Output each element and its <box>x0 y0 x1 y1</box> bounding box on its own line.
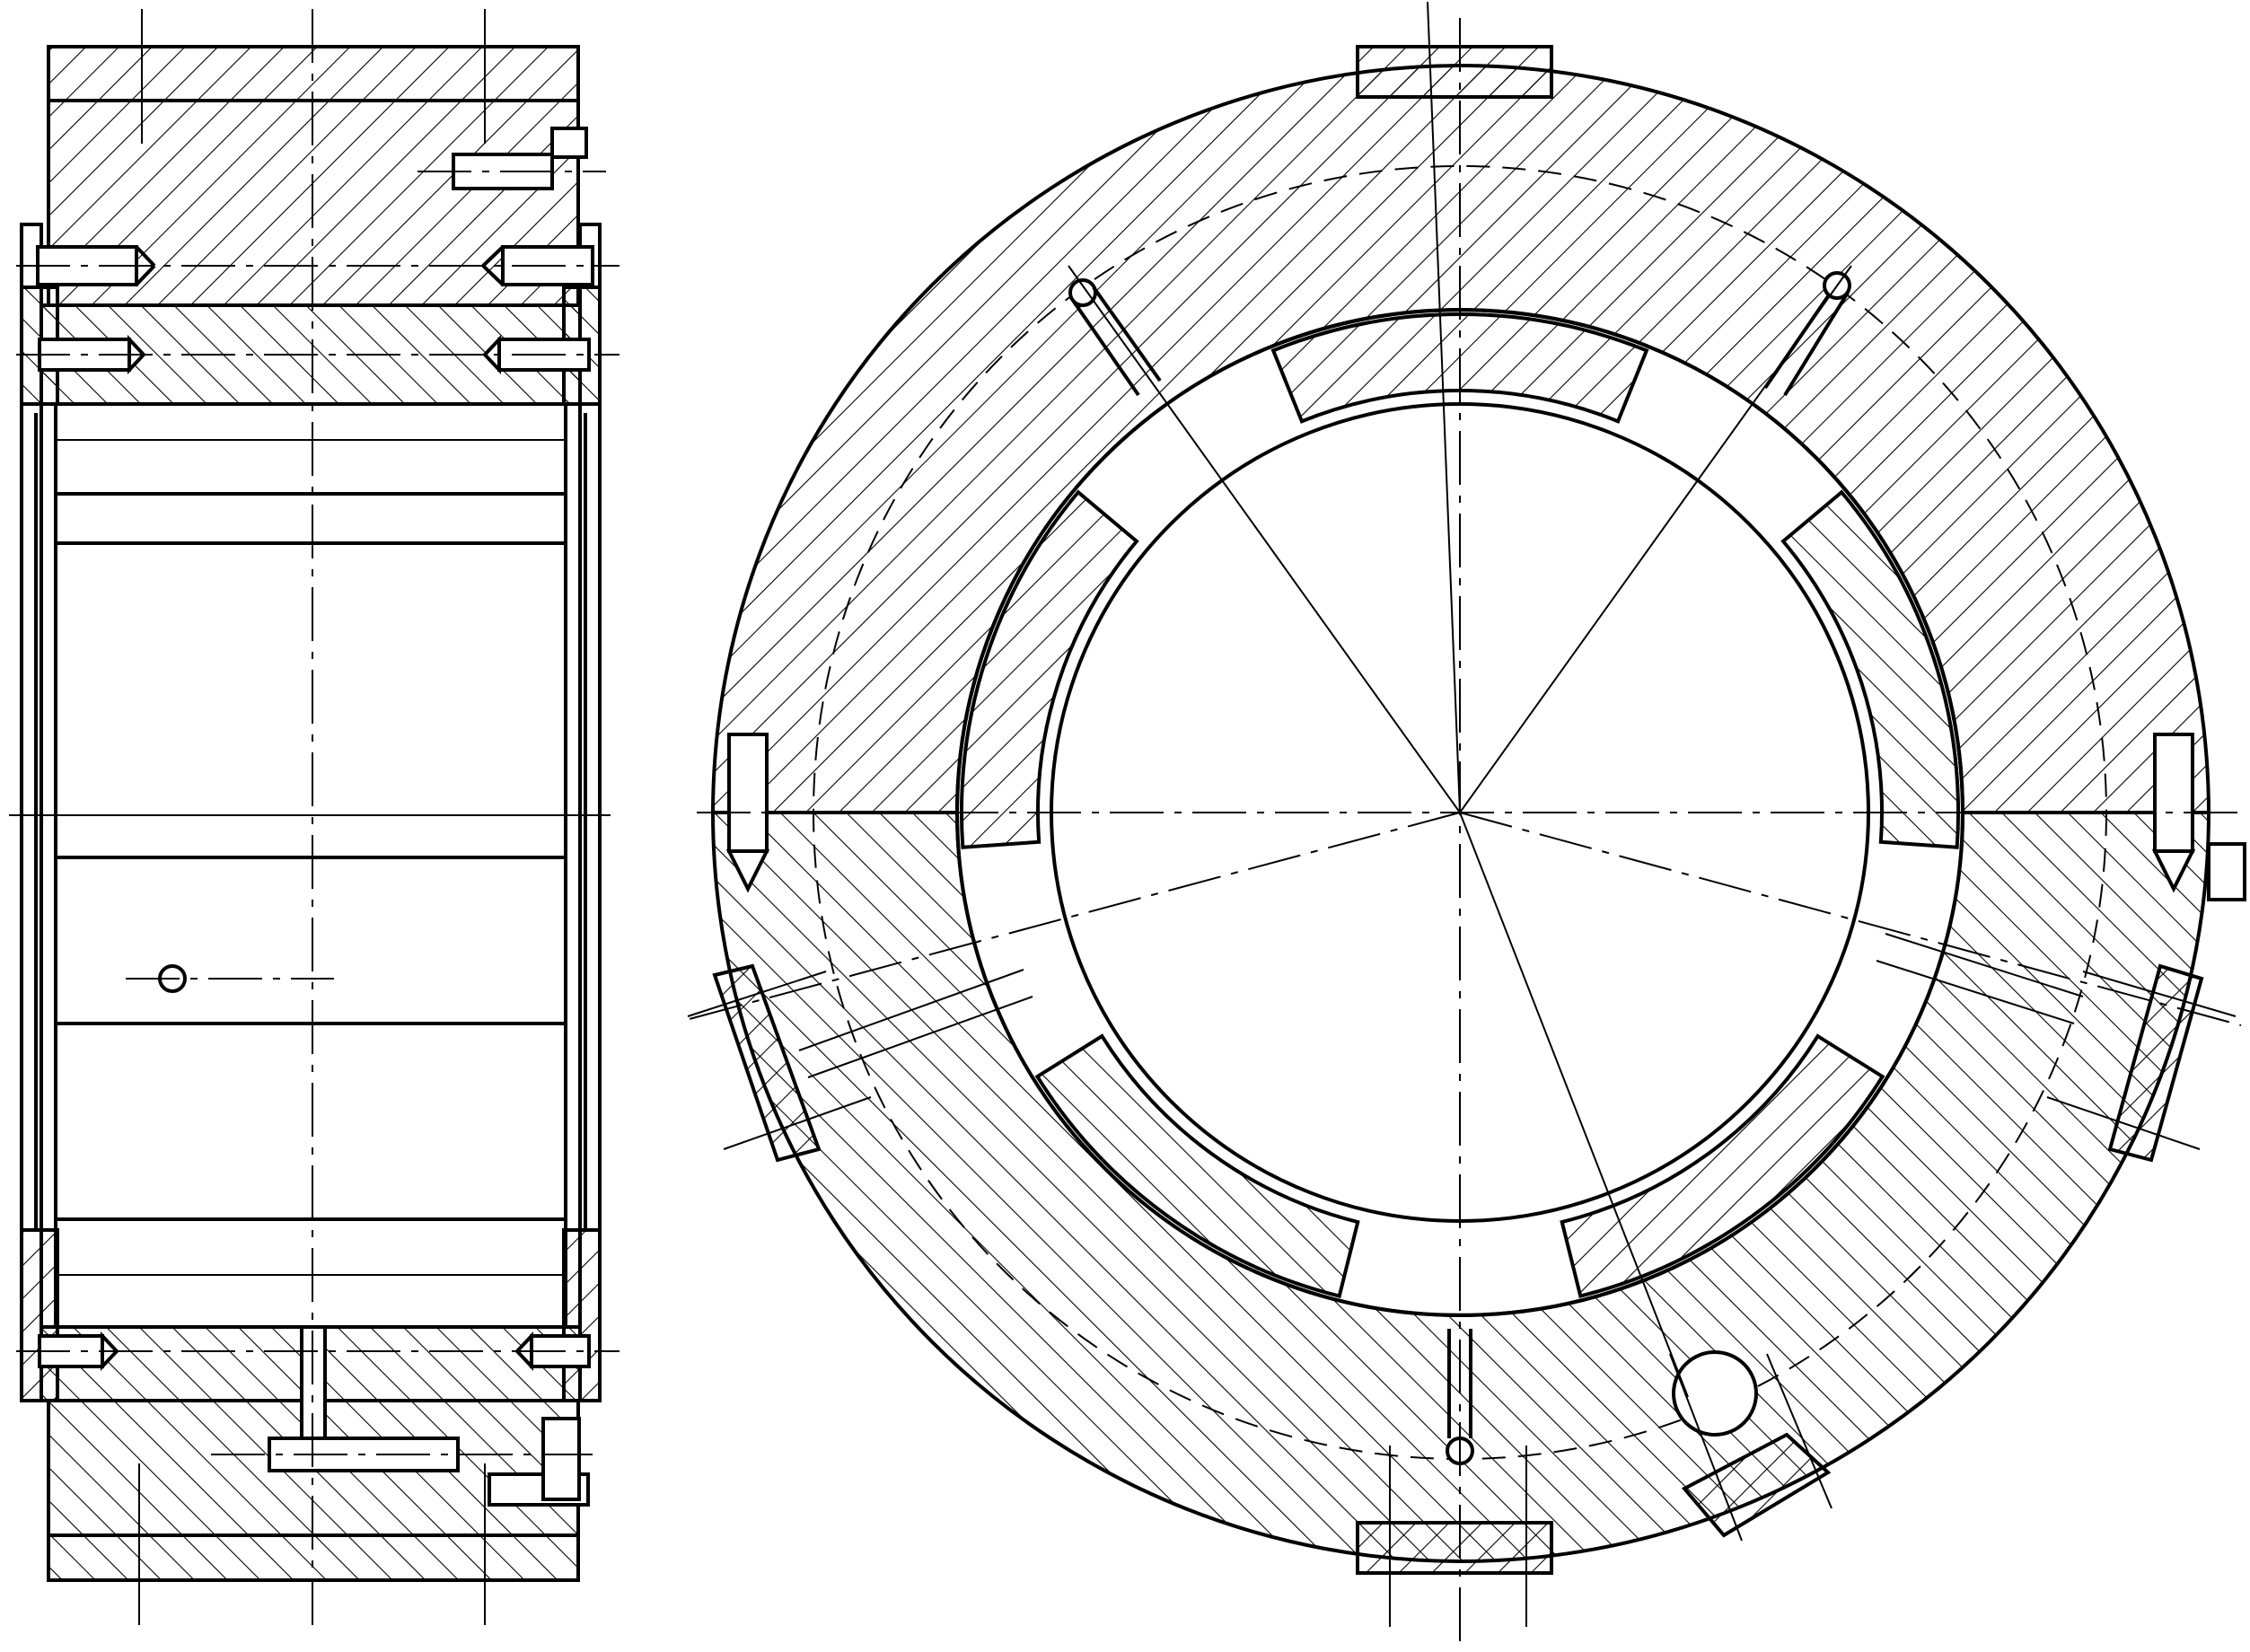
top-key <box>1356 45 1553 99</box>
pad-axis-2 <box>1459 265 1852 813</box>
left-side-bolt-tip <box>725 849 770 893</box>
top-screw-head <box>550 127 588 159</box>
top-left-bolt-tip2 <box>135 264 156 286</box>
left-side-bolt <box>727 733 769 853</box>
tilting-pads-group <box>959 312 1961 1298</box>
stopper-axis-right-1 <box>2082 971 2237 1017</box>
lever-axis-2 <box>1766 1353 1833 1509</box>
front-section-view <box>685 1 2246 1648</box>
lever-axis-1 <box>1669 1353 1743 1542</box>
pad-axis-6 <box>1427 1 1461 813</box>
bottom-key <box>1356 1521 1553 1575</box>
top-right-pin-shaft-b <box>1783 291 1850 397</box>
stopper-axis-left-2 <box>723 1096 872 1150</box>
pad-axis-3 <box>1459 812 1689 1398</box>
tilting-pad-5 <box>959 489 1139 849</box>
right-side-bolt <box>2153 733 2194 853</box>
top-left-pin-shaft-a <box>1072 300 1140 397</box>
right-side-bolt-tip <box>2151 849 2196 893</box>
top-right-bolt-tip2 <box>481 264 505 286</box>
left-lower-flange <box>20 1228 59 1402</box>
stopper-axis-left-1 <box>687 971 827 1017</box>
stopper-axis-right-2 <box>2046 1096 2201 1150</box>
tilting-pad-2 <box>1780 489 1961 849</box>
right-side-lug <box>2207 842 2246 901</box>
bottom-screw-head <box>541 1417 581 1501</box>
top-left-pin <box>1068 278 1097 307</box>
side-section-view <box>9 9 620 1625</box>
oil-passage-right-a <box>1885 933 2084 997</box>
ball-joint <box>1672 1350 1758 1437</box>
oil-passage-right-b <box>1876 960 2075 1024</box>
top-left-bolt-tip <box>135 245 156 268</box>
right-lower-flange <box>562 1228 602 1402</box>
oil-passage-left-b <box>807 996 1033 1078</box>
pad-axis-1 <box>1068 265 1461 813</box>
tilting-pad-3 <box>1560 1033 1885 1298</box>
pad-axis-4 <box>685 812 1461 1021</box>
right-lower-stopper <box>2107 963 2204 1163</box>
tilting-pad-4 <box>1034 1033 1360 1298</box>
lever-block <box>1681 1432 1832 1538</box>
pad-axis-5 <box>1459 812 2242 1026</box>
oil-passage-left-a <box>798 969 1024 1051</box>
top-left-pin-shaft-b <box>1092 286 1162 382</box>
left-lower-stopper <box>712 963 822 1163</box>
top-right-bolt-tip <box>481 245 505 268</box>
